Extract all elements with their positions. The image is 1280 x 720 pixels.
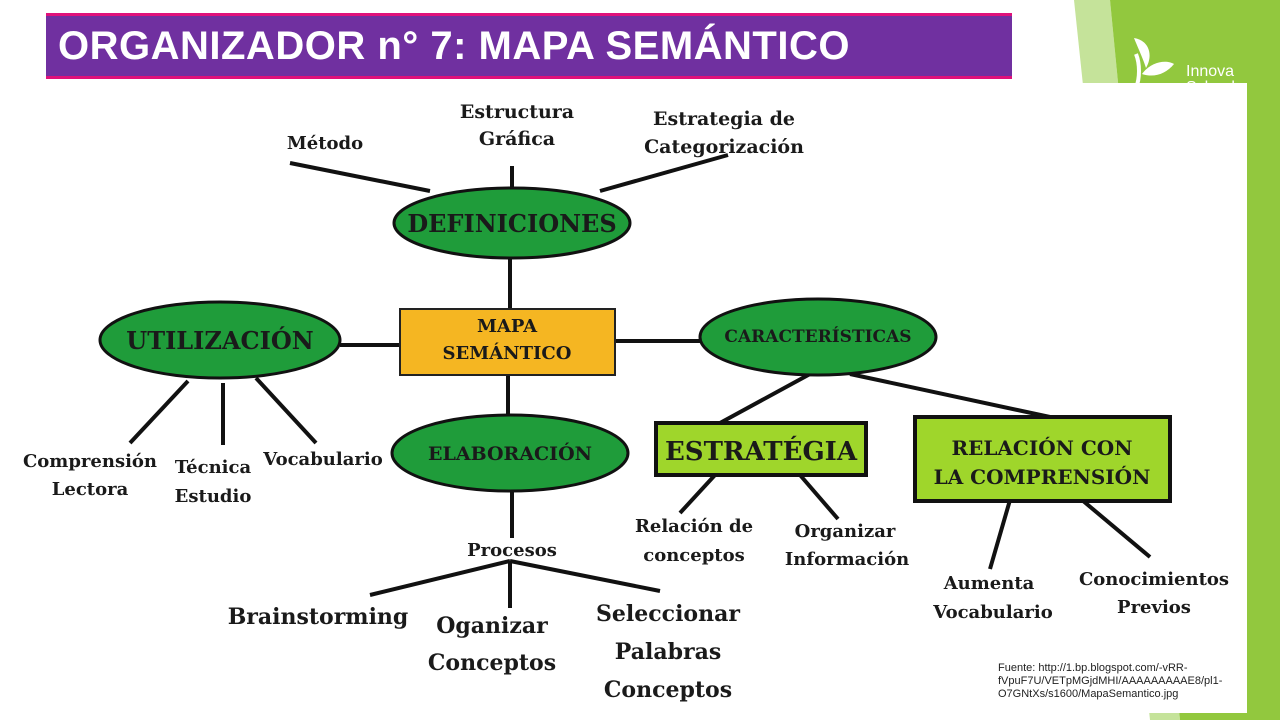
center-label-line2: SEMÁNTICO xyxy=(443,341,572,364)
estructura-label-line1: Estructura xyxy=(460,101,574,123)
utilizacion-ellipse xyxy=(98,300,342,380)
procesos-label: Procesos xyxy=(467,540,557,561)
estructura-label-line2: Gráfica xyxy=(479,128,555,150)
oganizar-label-line1: Oganizar xyxy=(436,613,548,639)
seleccionar-label-line3: Conceptos xyxy=(604,677,732,703)
estrategia-cat-label-line1: Estrategia de xyxy=(653,108,795,130)
metodo-label: Método xyxy=(287,133,363,154)
title-bar: ORGANIZADOR n° 7: MAPA SEMÁNTICO xyxy=(46,13,1012,79)
seleccionar-label-line2: Palabras xyxy=(615,639,721,665)
tecnica-label-line1: Técnica xyxy=(175,457,252,478)
comprension-label-line2: Lectora xyxy=(52,479,129,500)
vocabulario-label: Vocabulario xyxy=(262,449,382,470)
estrategia-cat-label-line2: Categorización xyxy=(644,136,804,158)
relacion-box-line2: LA COMPRENSIÓN xyxy=(934,464,1151,489)
center-label-line1: MAPA xyxy=(477,316,538,337)
organizar-info-line1: Organizar xyxy=(795,521,896,542)
conocimientos-label-line2: Previos xyxy=(1117,597,1191,618)
brainstorming-label: Brainstorming xyxy=(228,604,409,630)
source-citation: Fuente: http://1.bp.blogspot.com/-vRR- f… xyxy=(998,662,1223,700)
relacion-conceptos-line1: Relación de xyxy=(635,516,753,537)
utilizacion-label: UTILIZACIÓN xyxy=(126,326,313,355)
relacion-box-line1: RELACIÓN CON xyxy=(951,435,1132,460)
estrategia-box xyxy=(654,421,868,477)
estrategia-box-label: ESTRATÉGIA xyxy=(665,435,858,467)
organizar-info-line2: Información xyxy=(785,549,909,570)
tecnica-label-line2: Estudio xyxy=(175,486,252,507)
aumenta-label-line1: Aumenta xyxy=(943,573,1035,594)
caracteristicas-ellipse xyxy=(698,297,938,377)
relacion-conceptos-line2: conceptos xyxy=(643,545,745,566)
relacion-box xyxy=(913,415,1172,503)
comprension-label-line1: Comprensión xyxy=(23,451,157,472)
logo-text-line1: Innova xyxy=(1186,63,1234,80)
connector-lines xyxy=(128,153,1152,608)
definiciones-ellipse xyxy=(392,186,632,260)
slide-title: ORGANIZADOR n° 7: MAPA SEMÁNTICO xyxy=(58,23,850,68)
definiciones-label: DEFINICIONES xyxy=(407,209,616,238)
seleccionar-label-line1: Seleccionar xyxy=(596,601,740,627)
aumenta-label-line2: Vocabulario xyxy=(932,602,1052,623)
elaboracion-label: ELABORACIÓN xyxy=(428,442,592,465)
caracteristicas-label: CARACTERÍSTICAS xyxy=(724,326,911,347)
center-box xyxy=(399,308,616,376)
conocimientos-label-line1: Conocimientos xyxy=(1079,569,1229,590)
elaboracion-ellipse xyxy=(390,413,630,493)
oganizar-label-line2: Conceptos xyxy=(428,650,556,676)
semantic-map-diagram: DEFINICIONES UTILIZACIÓN CARACTERÍSTICAS… xyxy=(20,83,1247,713)
